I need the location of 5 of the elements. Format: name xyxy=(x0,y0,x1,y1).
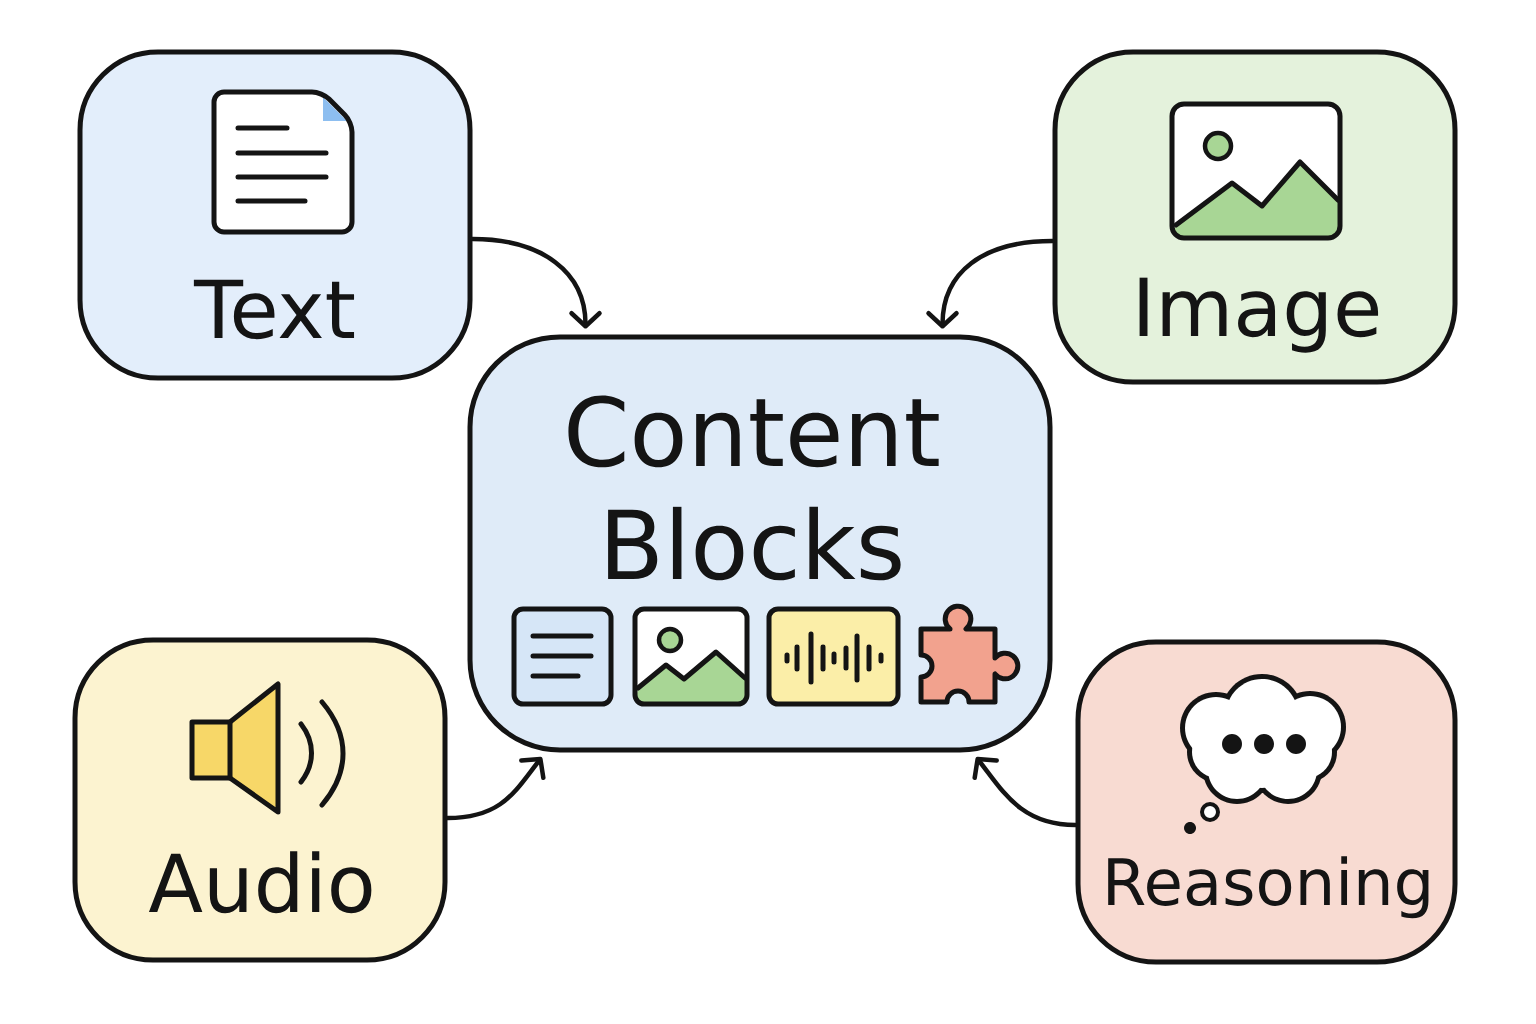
rounded-box: Audio xyxy=(72,637,448,963)
arrow xyxy=(926,238,1055,329)
arrow xyxy=(445,756,546,821)
arrow xyxy=(972,756,1078,828)
arrow xyxy=(470,236,602,329)
